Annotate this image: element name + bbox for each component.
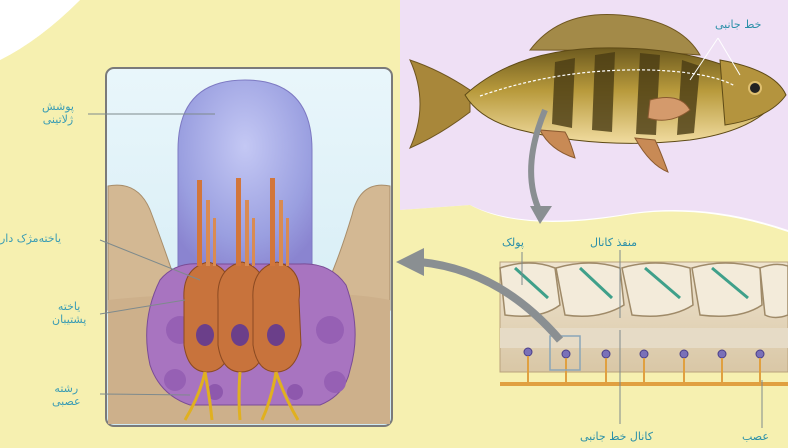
label-canal-opening: منفذ کانال [590,236,637,249]
label-lateral-line: خط جانبی [715,18,761,31]
label-gelatinous-cap: پوشش ژلاتینی [42,100,74,126]
label-ciliated-cell: یاخته‌مژک دار [0,232,61,245]
label-support-cell-line1: یاخته [52,300,86,313]
label-gelatinous-cap-line1: پوشش [42,100,74,113]
label-nerve-fiber-line2: عصبی [52,395,81,408]
label-nerve: عصب [742,430,769,443]
label-dimple: پولک [502,236,524,249]
label-nerve-fiber: رشته عصبی [52,382,81,408]
neuromast-panel [106,68,392,426]
label-gelatinous-cap-line2: ژلاتینی [42,113,74,126]
label-support-cell: یاخته پشتیبان [52,300,86,326]
label-support-cell-line2: پشتیبان [52,313,86,326]
label-nerve-fiber-line1: رشته [52,382,81,395]
fish-eye [749,82,761,94]
label-lateral-line-canal: کانال خط جانبی [580,430,653,443]
